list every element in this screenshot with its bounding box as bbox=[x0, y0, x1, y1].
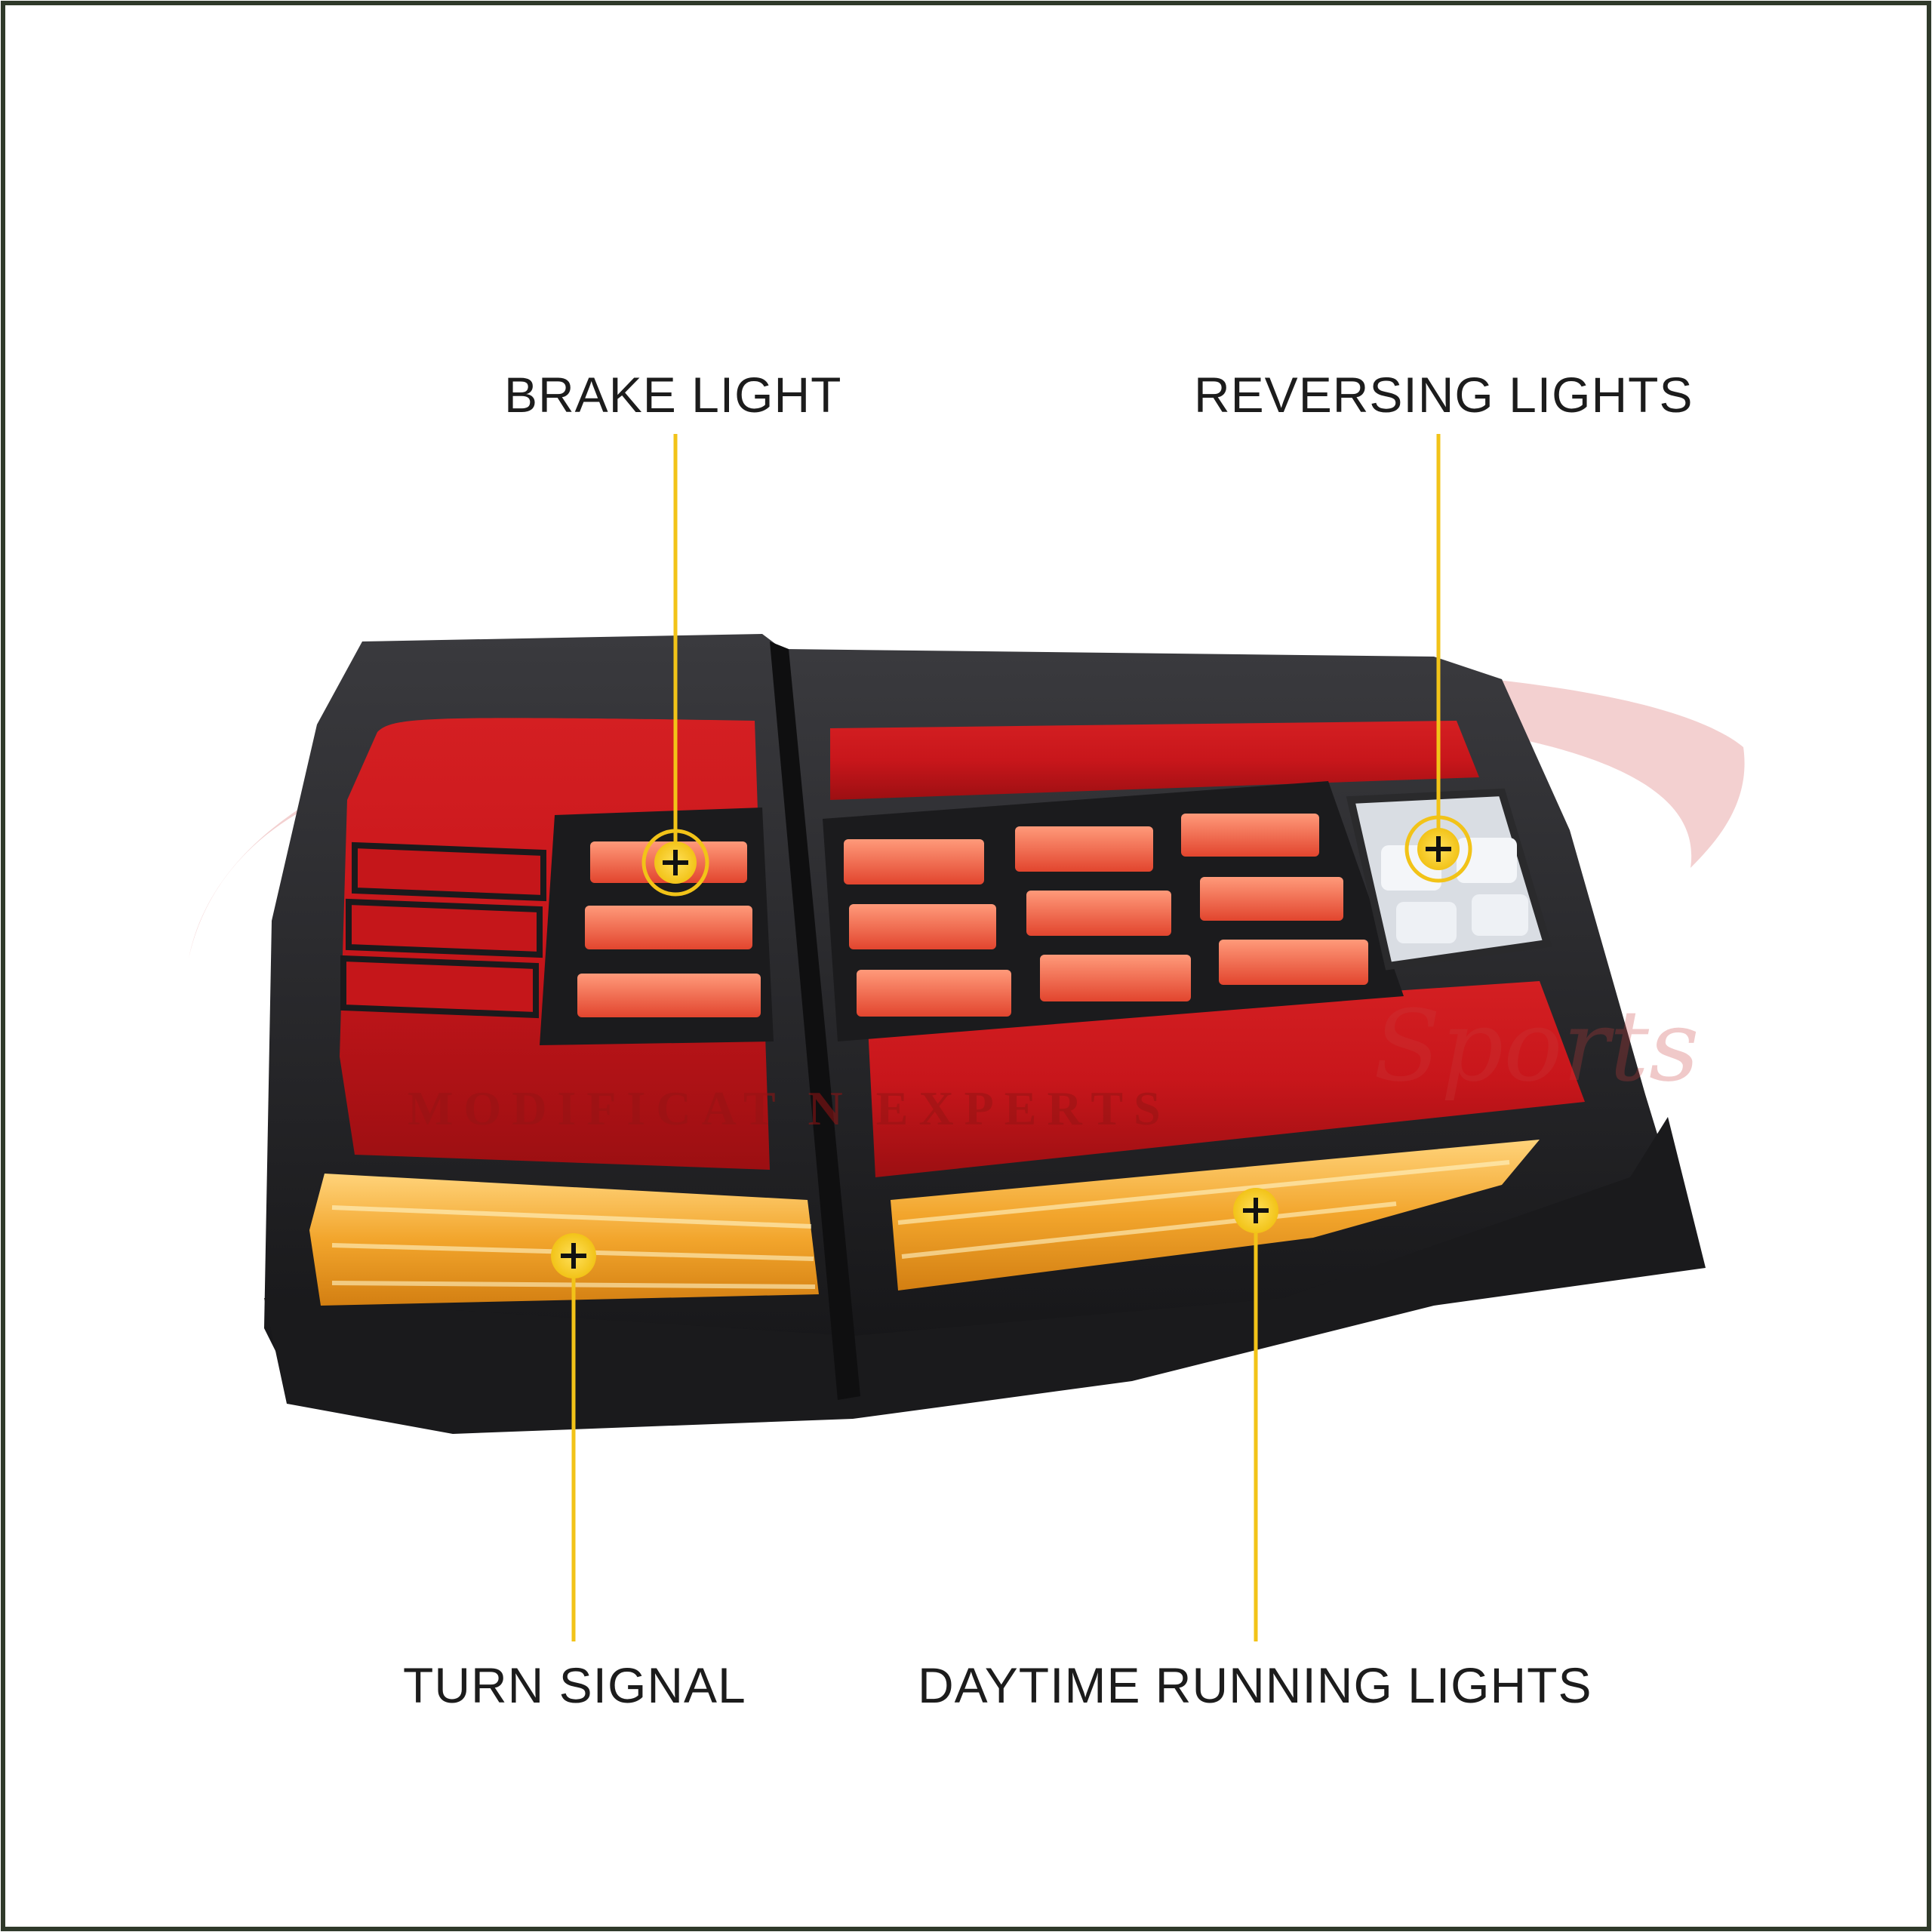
reverse-led bbox=[1472, 894, 1528, 936]
led-cell bbox=[1015, 826, 1153, 872]
housing-lower-trim bbox=[264, 1117, 1706, 1434]
led-cell bbox=[1040, 955, 1191, 1001]
turn-signal-label: TURN SIGNAL bbox=[403, 1657, 746, 1713]
led-cell bbox=[1200, 877, 1343, 921]
right-red-lens-top bbox=[830, 721, 1479, 800]
brake-marker-icon bbox=[641, 829, 709, 897]
callout-lines bbox=[571, 434, 1441, 1641]
reverse-led bbox=[1396, 902, 1457, 943]
reversing-marker-icon bbox=[1404, 815, 1472, 883]
left-bar bbox=[352, 841, 546, 902]
led-cell bbox=[857, 970, 1011, 1017]
drl-marker-icon bbox=[1233, 1188, 1278, 1233]
brake-light-label: BRAKE LIGHT bbox=[504, 367, 842, 423]
daytime-running-lights-label: DAYTIME RUNNING LIGHTS bbox=[918, 1657, 1592, 1713]
led-cell bbox=[577, 974, 761, 1017]
led-cell bbox=[1181, 814, 1319, 857]
left-bar bbox=[346, 898, 543, 958]
turn-marker-icon bbox=[551, 1233, 596, 1278]
center-divider bbox=[770, 641, 860, 1400]
left-bar bbox=[340, 955, 539, 1019]
right-led-cells bbox=[844, 814, 1368, 1017]
led-cell bbox=[1026, 891, 1171, 936]
right-red-lens-bottom bbox=[868, 981, 1585, 1177]
led-cell bbox=[1219, 940, 1368, 985]
reversing-lights-label: REVERSING LIGHTS bbox=[1194, 367, 1694, 423]
led-cell bbox=[849, 904, 996, 949]
watermark-script: Sports bbox=[1374, 989, 1700, 1103]
reverse-led bbox=[1457, 838, 1517, 883]
led-cell bbox=[585, 906, 752, 949]
watermark-tagline: MODIFICAT N EXPERTS bbox=[408, 1081, 1171, 1135]
led-cell bbox=[844, 839, 984, 884]
